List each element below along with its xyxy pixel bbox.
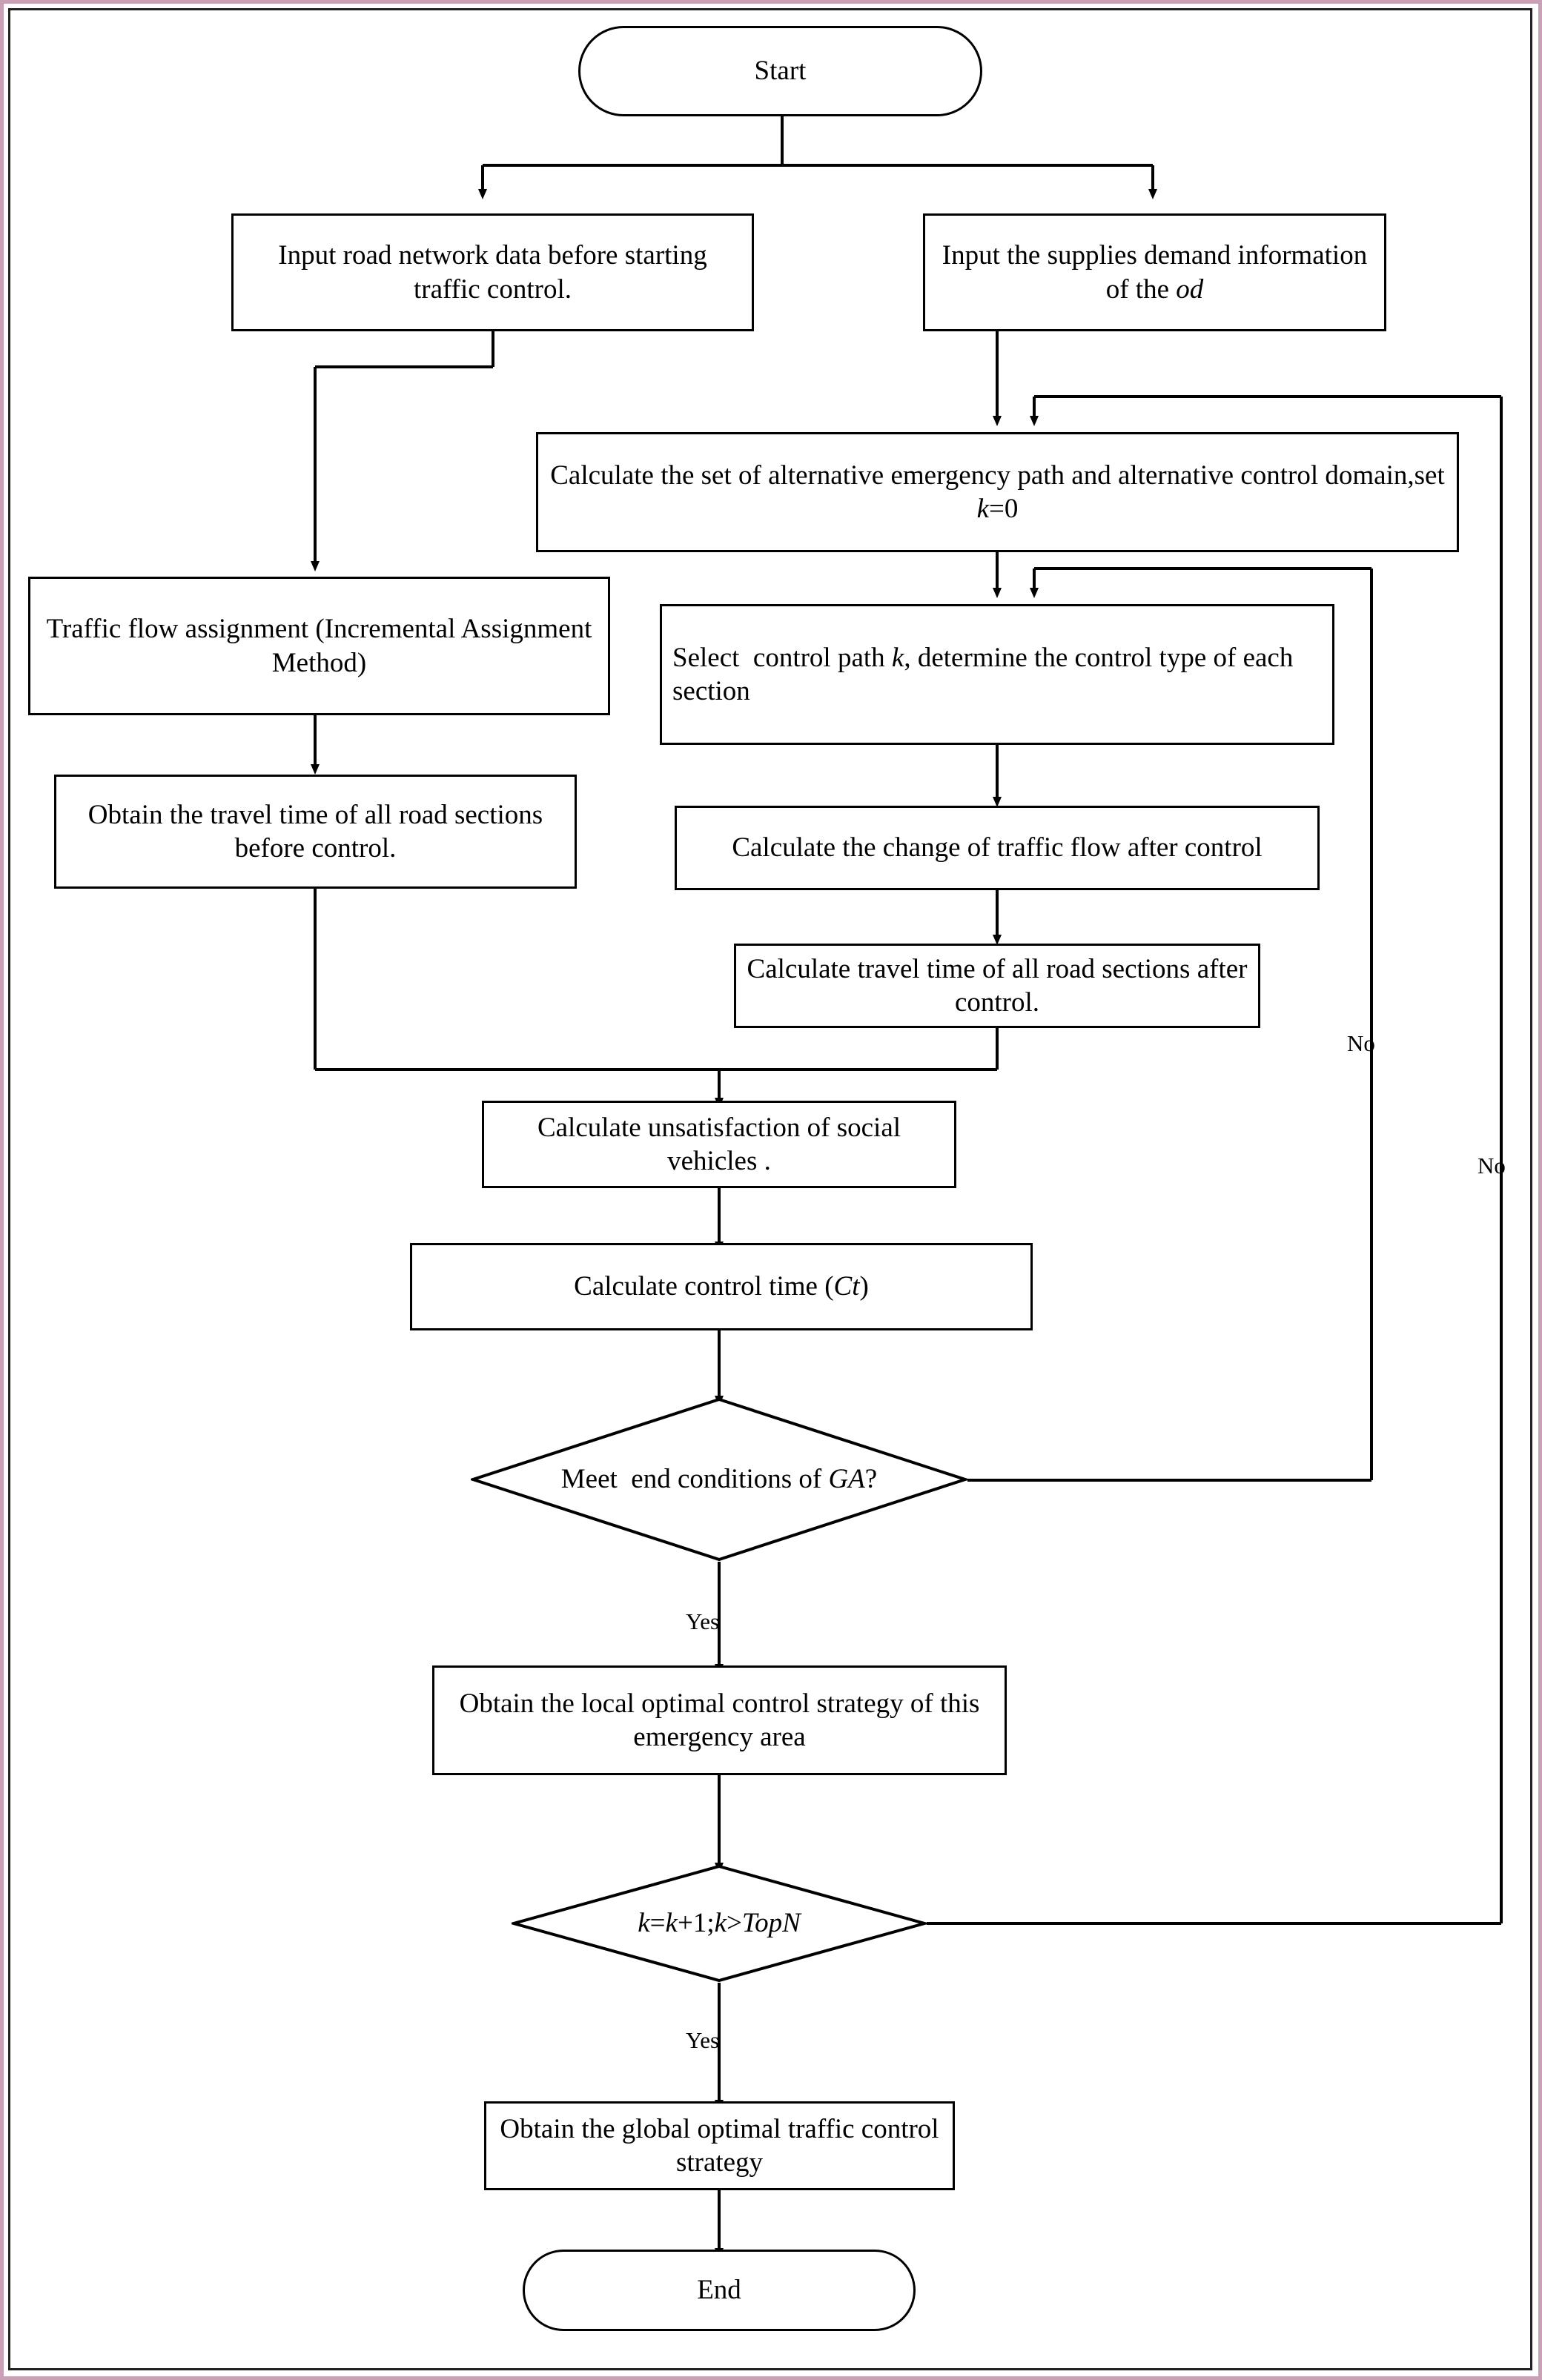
node-traffic-flow-assignment: Traffic flow assignment (Incremental Ass… xyxy=(28,577,610,715)
node-select-control-path-label: Select control path k, determine the con… xyxy=(672,642,1294,706)
node-calculate-flow-change: Calculate the change of traffic flow aft… xyxy=(675,806,1320,890)
node-calculate-control-time-label: Calculate control time (Ct) xyxy=(574,1271,869,1302)
node-select-control-path: Select control path k, determine the con… xyxy=(660,604,1334,745)
edge-label-no-topn: No xyxy=(1478,1153,1506,1179)
node-k-increment-check: k=k+1;k>TopN xyxy=(512,1864,927,1983)
node-obtain-local-optimal: Obtain the local optimal control strateg… xyxy=(432,1665,1007,1775)
node-calculate-unsatisfaction: Calculate unsatisfaction of social vehic… xyxy=(482,1101,956,1188)
diagram-frame xyxy=(8,8,1532,2370)
node-start-label: Start xyxy=(754,56,807,87)
edge-label-no-ga: No xyxy=(1347,1030,1375,1056)
node-meet-end-conditions-label: Meet end conditions of GA? xyxy=(560,1463,878,1494)
node-calculate-alternative-set-label: Calculate the set of alternative emergen… xyxy=(550,460,1445,524)
node-start: Start xyxy=(578,26,982,116)
node-input-road-network: Input road network data before starting … xyxy=(231,213,754,331)
node-obtain-global-optimal: Obtain the global optimal traffic contro… xyxy=(484,2101,955,2190)
node-input-supplies-demand: Input the supplies demand information of… xyxy=(923,213,1386,331)
node-obtain-travel-time-before-label: Obtain the travel time of all road secti… xyxy=(87,799,543,864)
node-end: End xyxy=(523,2250,916,2331)
node-meet-end-conditions: Meet end conditions of GA? xyxy=(471,1397,967,1562)
node-calculate-alternative-set: Calculate the set of alternative emergen… xyxy=(536,432,1459,552)
node-input-supplies-demand-label: Input the supplies demand information of… xyxy=(942,240,1368,305)
node-end-label: End xyxy=(697,2275,741,2306)
node-obtain-travel-time-before: Obtain the travel time of all road secti… xyxy=(54,775,577,889)
edge-label-yes-topn: Yes xyxy=(686,2027,720,2053)
node-input-road-network-label: Input road network data before starting … xyxy=(278,240,707,305)
node-obtain-global-optimal-label: Obtain the global optimal traffic contro… xyxy=(500,2113,939,2178)
node-calculate-flow-change-label: Calculate the change of traffic flow aft… xyxy=(732,832,1263,864)
node-calculate-travel-after-label: Calculate travel time of all road sectio… xyxy=(747,953,1248,1018)
node-traffic-flow-assignment-label: Traffic flow assignment (Incremental Ass… xyxy=(46,614,592,678)
edge-label-yes-ga: Yes xyxy=(686,1608,720,1634)
node-calculate-control-time: Calculate control time (Ct) xyxy=(410,1243,1033,1330)
node-obtain-local-optimal-label: Obtain the local optimal control strateg… xyxy=(459,1688,980,1752)
node-calculate-unsatisfaction-label: Calculate unsatisfaction of social vehic… xyxy=(537,1112,901,1176)
node-k-increment-check-label: k=k+1;k>TopN xyxy=(638,1907,801,1938)
node-calculate-travel-after: Calculate travel time of all road sectio… xyxy=(734,944,1260,1028)
